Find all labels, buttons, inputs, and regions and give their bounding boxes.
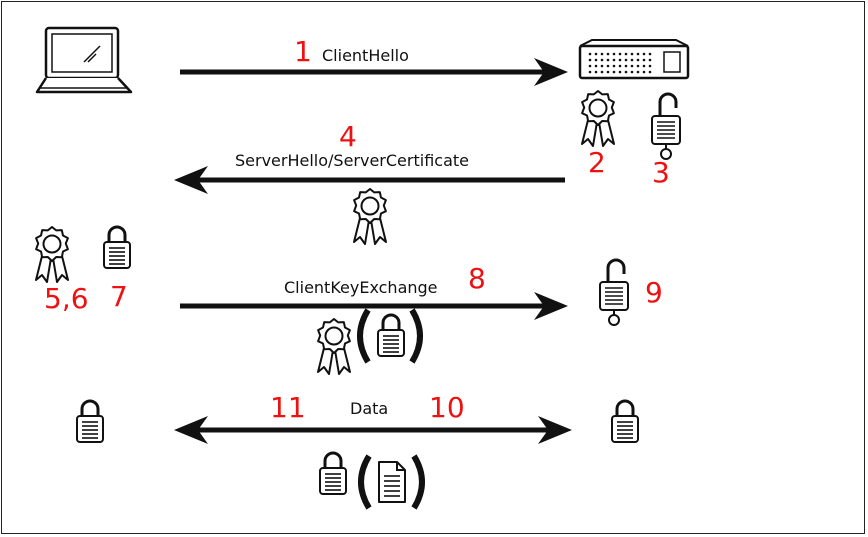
label-client-key-exchange: ClientKeyExchange bbox=[284, 278, 438, 297]
server-session-padlock-icon bbox=[610, 399, 640, 444]
arrow-client-hello bbox=[180, 58, 568, 86]
client-session-padlock-icon bbox=[75, 399, 105, 444]
key-exchange-certificate-icon bbox=[317, 318, 351, 375]
key-exchange-padlock-icon bbox=[376, 313, 406, 358]
step-1: 1 bbox=[294, 35, 312, 68]
client-certificate-icon bbox=[35, 226, 69, 283]
data-payload-parens bbox=[358, 454, 425, 510]
key-exchange-payload-parens bbox=[357, 308, 423, 364]
laptop-icon bbox=[35, 26, 133, 94]
server-certificate-icon bbox=[581, 90, 615, 147]
step-10: 10 bbox=[429, 391, 465, 424]
step-3: 3 bbox=[652, 156, 670, 189]
step-8: 8 bbox=[468, 262, 486, 295]
data-padlock-icon bbox=[318, 451, 348, 496]
client-padlock-icon bbox=[102, 225, 132, 270]
label-data: Data bbox=[350, 399, 389, 418]
label-client-hello: ClientHello bbox=[322, 46, 409, 65]
label-server-hello: ServerHello/ServerCertificate bbox=[235, 151, 469, 170]
server-unlock-icon bbox=[598, 258, 630, 327]
arrow-data-bidirectional bbox=[174, 416, 572, 444]
step-2: 2 bbox=[588, 146, 606, 179]
arrow-client-key-exchange bbox=[180, 292, 568, 320]
step-4: 4 bbox=[339, 120, 357, 153]
step-9: 9 bbox=[645, 276, 663, 309]
sent-certificate-icon bbox=[353, 188, 387, 245]
arrow-server-hello bbox=[174, 166, 565, 194]
step-7: 7 bbox=[110, 280, 128, 313]
server-icon bbox=[578, 39, 690, 80]
server-open-padlock-icon bbox=[650, 92, 682, 161]
document-icon bbox=[378, 461, 406, 503]
step-5-6: 5,6 bbox=[44, 282, 89, 315]
step-11: 11 bbox=[270, 391, 306, 424]
